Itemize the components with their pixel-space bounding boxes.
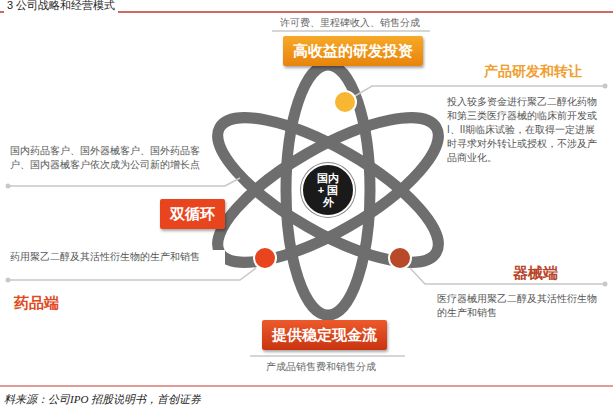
orbit: [199, 91, 458, 289]
orbit-dot: [254, 247, 276, 269]
leader-line: [272, 30, 430, 32]
footer-rule: [0, 386, 613, 387]
node-text: 高收益的研发投资: [293, 41, 413, 61]
section-heading: 器械端: [513, 262, 558, 283]
node-text: 提供稳定现金流: [272, 325, 377, 345]
revenue-note: 产成品销售费和销售分成: [266, 360, 376, 374]
section-heading: 药品端: [14, 292, 59, 313]
leader-lines: [8, 31, 605, 356]
orbit: [199, 91, 458, 289]
orbit-dot: [334, 91, 356, 113]
center-circle: 国内 + 国外: [301, 163, 355, 217]
orange-box: 高收益的研发投资: [283, 36, 423, 66]
red-box: 双循环: [160, 199, 225, 229]
leader-line: [8, 178, 240, 186]
leader-line: [410, 268, 605, 284]
section-title: 3 公司战略和经营模式: [4, 0, 118, 13]
orbit-dot: [389, 247, 411, 269]
source-caption: 料来源：公司IPO 招股说明书，首创证券: [4, 392, 201, 407]
leader-line: [250, 355, 405, 357]
red-box: 提供稳定现金流: [262, 320, 387, 350]
description-text: 投入较多资金进行聚乙二醇化药物和第三类医疗器械的临床前开发或I、II期临床试验，…: [447, 95, 605, 165]
leader-dots: [6, 84, 608, 287]
orbit: [286, 65, 370, 315]
leader-line: [8, 268, 256, 280]
node-text: 双循环: [170, 204, 215, 224]
description-text: 国内药品客户、国外器械客户、国外药品客户、国内器械客户依次成为公司新的增长点: [10, 144, 210, 172]
revenue-note: 许可费、里程碑收入、销售分成: [280, 16, 420, 30]
description-text: 医疗器械用聚乙二醇及其活性衍生物的生产和销售: [437, 292, 602, 320]
description-text: 药用聚乙二醇及其活性衍生物的生产和销售: [10, 250, 225, 264]
node-text: 国内 + 国外: [316, 172, 340, 208]
section-heading: 产品研发和转让: [484, 62, 582, 82]
